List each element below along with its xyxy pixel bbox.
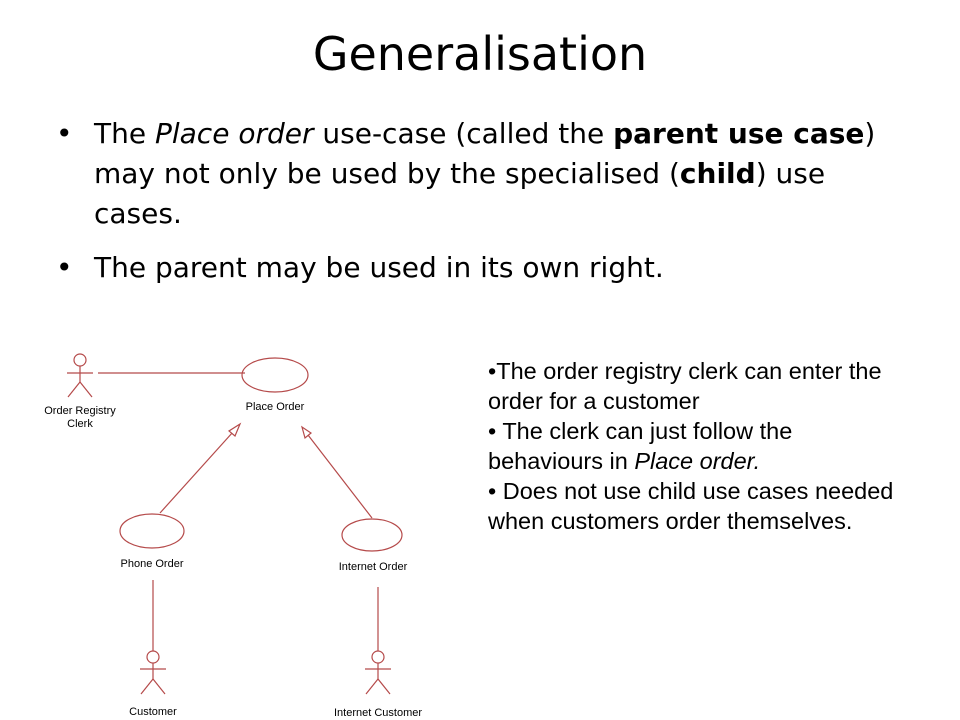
bullet-item: • The parent may be used in its own righ…	[56, 248, 876, 288]
generalisation-line	[159, 431, 234, 514]
bullet-text: The parent may be used in its own right.	[94, 251, 664, 284]
generalisation-arrowhead-icon	[300, 425, 313, 440]
note-item: • The clerk can just follow the behaviou…	[488, 418, 793, 474]
use-case-place-order	[241, 357, 309, 393]
slide-title: Generalisation	[312, 27, 648, 81]
actor-internet-customer-icon	[365, 650, 391, 695]
bullet-text: The Place order use-case (called the par…	[94, 117, 876, 230]
actor-label-customer: Customer	[129, 706, 177, 718]
bullet-dot-icon: •	[56, 117, 73, 150]
generalisation-arrowhead-icon	[227, 422, 242, 437]
use-case-diagram: Order Registry Clerk Place Order Phone O…	[44, 353, 422, 719]
actor-order-registry-clerk-icon	[67, 353, 93, 398]
actor-label-order-registry-clerk: Clerk	[67, 418, 93, 430]
bullet-list: • The Place order use-case (called the p…	[56, 114, 876, 288]
note-item: • Does not use child use cases needed wh…	[488, 478, 894, 534]
use-case-label-internet-order: Internet Order	[339, 561, 408, 573]
bullet-dot-icon: •	[56, 251, 73, 284]
note-item: •The order registry clerk can enter the …	[488, 358, 882, 414]
actor-label-order-registry-clerk: Order Registry	[44, 405, 116, 417]
use-case-internet-order	[341, 518, 403, 552]
actor-label-internet-customer: Internet Customer	[334, 707, 422, 719]
generalisation-line	[307, 434, 373, 519]
notes-text-box: •The order registry clerk can enter the …	[488, 356, 908, 536]
bullet-item: • The Place order use-case (called the p…	[56, 114, 876, 234]
use-case-phone-order	[119, 513, 185, 549]
use-case-label-place-order: Place Order	[246, 401, 305, 413]
use-case-label-phone-order: Phone Order	[121, 558, 184, 570]
actor-customer-icon	[140, 650, 166, 695]
